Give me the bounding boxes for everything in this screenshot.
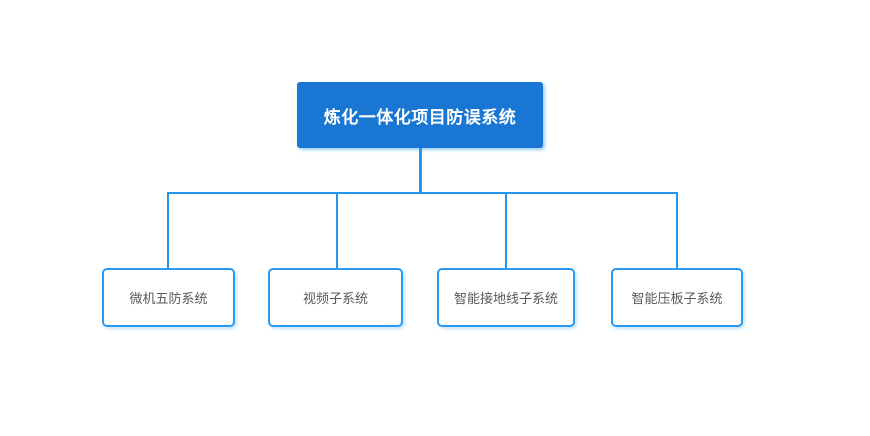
child-node-grounding[interactable]: 智能接地线子系统 (437, 268, 575, 327)
child-node-wjwf[interactable]: 微机五防系统 (102, 268, 235, 327)
child-node-label: 微机五防系统 (129, 291, 208, 306)
connector-drop-3 (505, 192, 507, 268)
root-node-label: 炼化一体化项目防误系统 (323, 107, 517, 127)
connector-drop-4 (676, 192, 678, 268)
child-node-label: 智能接地线子系统 (453, 291, 558, 306)
child-node-label: 视频子系统 (302, 291, 368, 306)
connector-drop-2 (336, 192, 338, 268)
child-node-label: 智能压板子系统 (631, 291, 723, 306)
connector-root-vertical (419, 148, 422, 193)
child-node-pressplate[interactable]: 智能压板子系统 (611, 268, 743, 327)
child-node-video[interactable]: 视频子系统 (268, 268, 403, 327)
root-node[interactable]: 炼化一体化项目防误系统 (297, 82, 543, 148)
connector-drop-1 (167, 192, 169, 268)
connector-horizontal (167, 192, 678, 194)
